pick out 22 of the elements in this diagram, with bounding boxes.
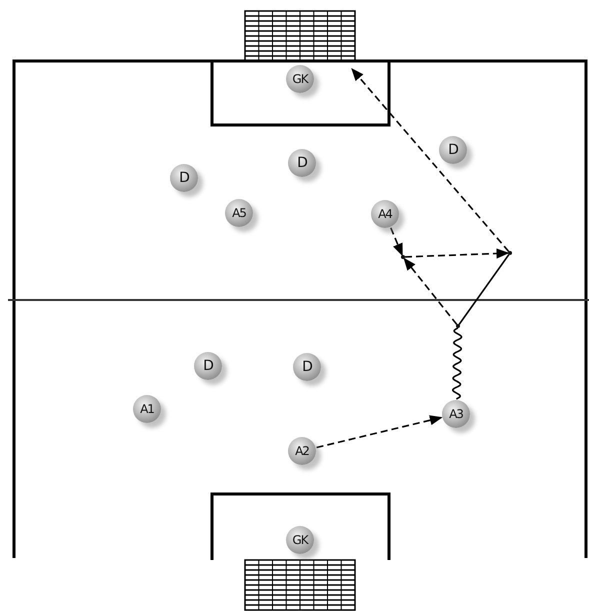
player-marker: A3 <box>442 400 470 428</box>
player-marker: D <box>293 353 321 381</box>
waypoint-dot <box>401 255 405 259</box>
run-line <box>458 254 510 325</box>
player-marker: D <box>439 136 467 164</box>
player-marker: D <box>288 149 316 177</box>
player-marker: GK <box>286 526 314 554</box>
pass-arrow <box>404 248 510 259</box>
player-marker: A5 <box>225 199 253 227</box>
waypoint-dot <box>508 251 512 255</box>
player-marker: A4 <box>371 200 399 228</box>
player-marker: A2 <box>288 437 316 465</box>
player-marker: D <box>194 352 222 380</box>
pass-arrow <box>316 415 443 448</box>
waypoint-dot <box>456 324 460 328</box>
player-marker: GK <box>286 65 314 93</box>
pass-arrow <box>390 228 403 256</box>
player-marker: D <box>170 164 198 192</box>
pass-arrow <box>403 258 458 325</box>
player-marker: A1 <box>133 395 161 423</box>
pass-arrow <box>351 68 510 252</box>
dribble-line <box>452 327 462 400</box>
